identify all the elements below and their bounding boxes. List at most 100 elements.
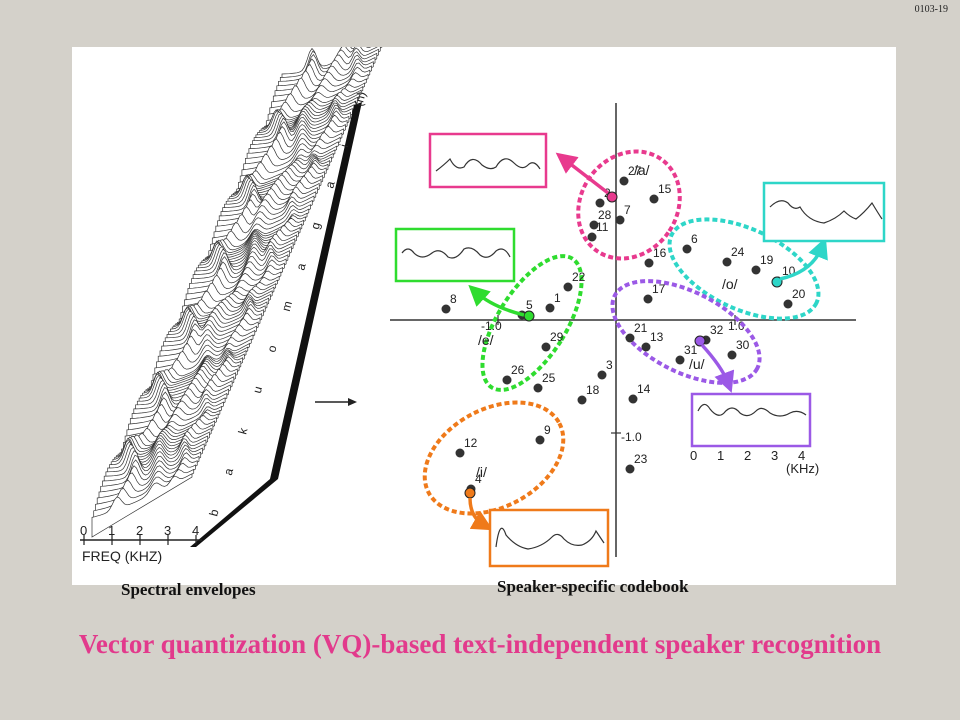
- panel-arrow: [315, 398, 357, 406]
- inset-box-o: [762, 181, 886, 243]
- slide-title: Vector quantization (VQ)-based text-inde…: [78, 629, 882, 659]
- codebook-plot: -1.0 1.0 -1.0 /a/ /o/ /e/ /u/ /i/ 271527…: [390, 103, 886, 568]
- codebook-point-label: 1: [554, 291, 561, 305]
- centroid-i: [464, 487, 476, 499]
- codebook-point: [722, 257, 732, 267]
- cluster-label-i: /i/: [476, 464, 487, 480]
- inset-box-e: [394, 227, 516, 283]
- axis-label-bottom: -1.0: [621, 430, 642, 444]
- codebook-point-label: 25: [542, 371, 556, 385]
- inset-unit: (KHz): [786, 461, 819, 476]
- codebook-point: [682, 244, 692, 254]
- phoneme-label: a: [293, 261, 308, 271]
- phoneme-label: g: [308, 221, 323, 231]
- codebook-point: [675, 355, 685, 365]
- codebook-point-label: 21: [634, 321, 648, 335]
- codebook-point: [533, 383, 543, 393]
- codebook-point-label: 27: [628, 164, 642, 178]
- cluster-outline-i: [422, 400, 566, 516]
- codebook-point-label: 14: [637, 382, 651, 396]
- arrow-i: [468, 497, 494, 531]
- inset-box-a: [428, 132, 548, 189]
- codebook-point: [455, 448, 465, 458]
- codebook-point-label: 23: [634, 452, 648, 466]
- cluster-label-o: /o/: [722, 276, 738, 292]
- cluster-outline-e: [480, 254, 584, 392]
- inset-freq-tick-label: 1: [717, 448, 724, 463]
- codebook-point-label: 11: [596, 220, 609, 234]
- spectral-envelope-line: [91, 473, 193, 538]
- codebook-point: [619, 176, 629, 186]
- codebook-point-label: 5: [526, 298, 533, 312]
- axis-label-right: 1.0: [728, 319, 745, 333]
- codebook-point-label: 22: [572, 270, 586, 284]
- freq-tick-label: 0: [80, 523, 87, 538]
- freq-tick-label: 2: [136, 523, 143, 538]
- codebook-point: [727, 350, 737, 360]
- codebook-point: [751, 265, 761, 275]
- inset-freq-tick-label: 0: [690, 448, 697, 463]
- centroid-e: [523, 310, 535, 322]
- codebook-point: [597, 370, 607, 380]
- inset-freq-tick-label: 3: [771, 448, 778, 463]
- codebook-point-label: 24: [731, 245, 745, 259]
- arrow-o: [779, 237, 828, 281]
- codebook-point: [535, 435, 545, 445]
- codebook-point-label: 13: [650, 330, 664, 344]
- phoneme-label: i: [337, 143, 351, 149]
- codebook-point-label: 15: [658, 182, 672, 196]
- codebook-point-label: 26: [511, 363, 525, 377]
- codebook-point: [577, 395, 587, 405]
- codebook-point: [641, 342, 651, 352]
- codebook-point: [643, 294, 653, 304]
- codebook-point-label: 19: [760, 253, 774, 267]
- codebook-point: [644, 258, 654, 268]
- codebook-point-label: 12: [464, 436, 478, 450]
- codebook-point: [589, 220, 599, 230]
- codebook-point-label: 3: [606, 358, 613, 372]
- centroid-o: [771, 276, 783, 288]
- codebook-point-label: 16: [653, 246, 667, 260]
- freq-tick-label: 4: [192, 523, 199, 538]
- centroid-a: [606, 191, 618, 203]
- inset-freq-tick-label: 4: [798, 448, 805, 463]
- codebook-point-label: 17: [652, 282, 666, 296]
- codebook-point: [595, 198, 605, 208]
- codebook-point: [587, 232, 597, 242]
- codebook-point: [502, 375, 512, 385]
- cluster-label-a: /a/: [634, 162, 650, 178]
- codebook-point: [649, 194, 659, 204]
- codebook-point-label: 30: [736, 338, 750, 352]
- caption-speaker-codebook: Speaker-specific codebook: [497, 577, 689, 596]
- codebook-point-label: 32: [710, 323, 724, 337]
- codebook-point: [545, 303, 555, 313]
- codebook-point: [541, 342, 551, 352]
- codebook-point-label: 4: [475, 472, 482, 486]
- codebook-point-label: 31: [684, 343, 698, 357]
- freq-tick-label: 1: [108, 523, 115, 538]
- phoneme-label: m: [279, 299, 295, 312]
- inset-box-i: [488, 508, 610, 568]
- cluster-label-u: /u/: [689, 356, 705, 372]
- phoneme-label: a: [322, 179, 337, 189]
- codebook-point: [628, 394, 638, 404]
- cluster-outline-u: [610, 279, 762, 385]
- freq-tick-label: 3: [164, 523, 171, 538]
- cluster-outline-o: [667, 217, 821, 321]
- codebook-point-label: 6: [691, 232, 698, 246]
- codebook-point: [783, 299, 793, 309]
- codebook-point-label: 7: [624, 203, 631, 217]
- phoneme-label: (n): [351, 90, 368, 108]
- phoneme-label: a: [221, 466, 236, 476]
- codebook-point: [563, 282, 573, 292]
- inset-freq-tick-label: 2: [744, 448, 751, 463]
- codebook-point-label: 28: [598, 208, 612, 222]
- codebook-point: [625, 333, 635, 343]
- spectrogram-side: [190, 102, 362, 547]
- freq-axis-label: FREQ (KHZ): [82, 548, 162, 564]
- inset-box-u: [690, 392, 812, 448]
- codebook-point-label: 8: [450, 292, 457, 306]
